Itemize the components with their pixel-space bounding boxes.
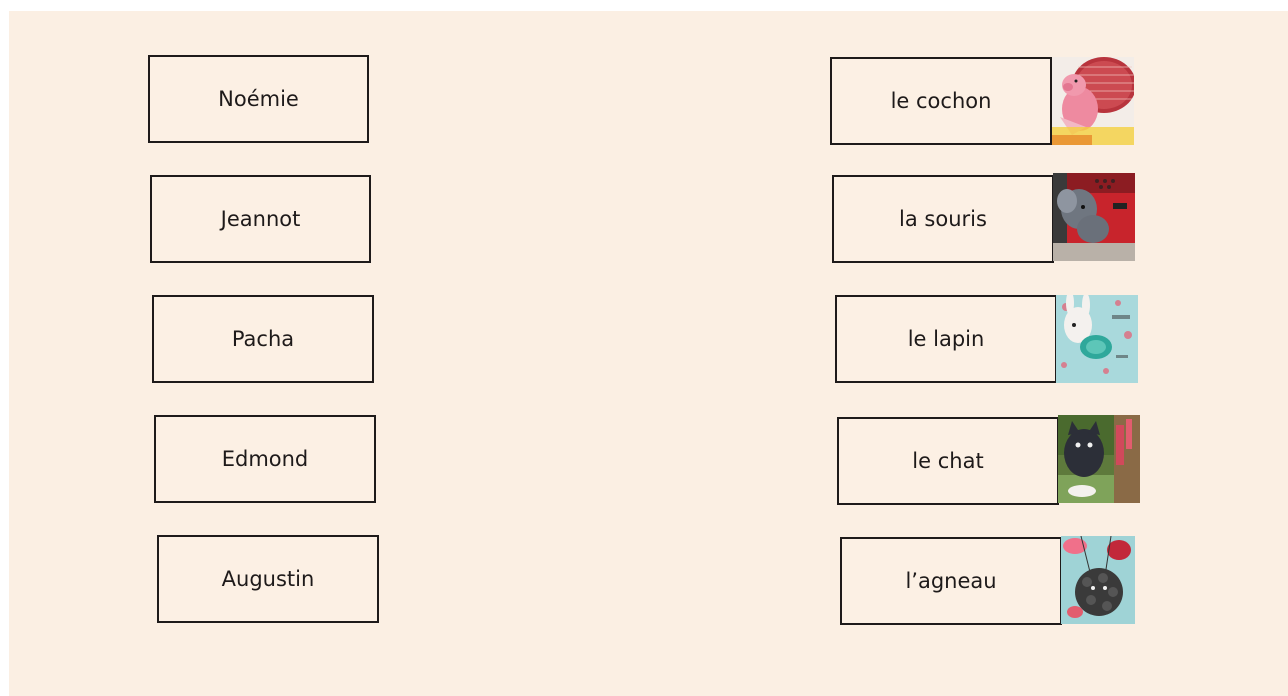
name-card-edmond[interactable]: Edmond <box>154 415 376 503</box>
name-card-noemie[interactable]: Noémie <box>148 55 369 143</box>
animal-card-agneau[interactable]: l’agneau <box>840 537 1062 625</box>
name-label: Augustin <box>221 567 315 591</box>
animal-label: l’agneau <box>905 569 997 593</box>
pig-picture <box>1052 57 1134 145</box>
animal-label: le chat <box>912 449 984 473</box>
animal-card-souris[interactable]: la souris <box>832 175 1054 263</box>
animal-card-lapin[interactable]: le lapin <box>835 295 1057 383</box>
mouse-picture <box>1053 173 1135 261</box>
animal-label: le lapin <box>907 327 985 351</box>
name-card-augustin[interactable]: Augustin <box>157 535 379 623</box>
name-label: Edmond <box>221 447 309 471</box>
lamb-picture <box>1061 536 1135 624</box>
cat-picture <box>1058 415 1140 503</box>
animal-label: le cochon <box>890 89 992 113</box>
rabbit-picture <box>1056 295 1138 383</box>
name-label: Jeannot <box>220 207 301 231</box>
animal-card-chat[interactable]: le chat <box>837 417 1059 505</box>
name-card-pacha[interactable]: Pacha <box>152 295 374 383</box>
animal-card-cochon[interactable]: le cochon <box>830 57 1052 145</box>
name-card-jeannot[interactable]: Jeannot <box>150 175 371 263</box>
name-label: Noémie <box>218 87 299 111</box>
animal-label: la souris <box>899 207 987 231</box>
name-label: Pacha <box>231 327 295 351</box>
